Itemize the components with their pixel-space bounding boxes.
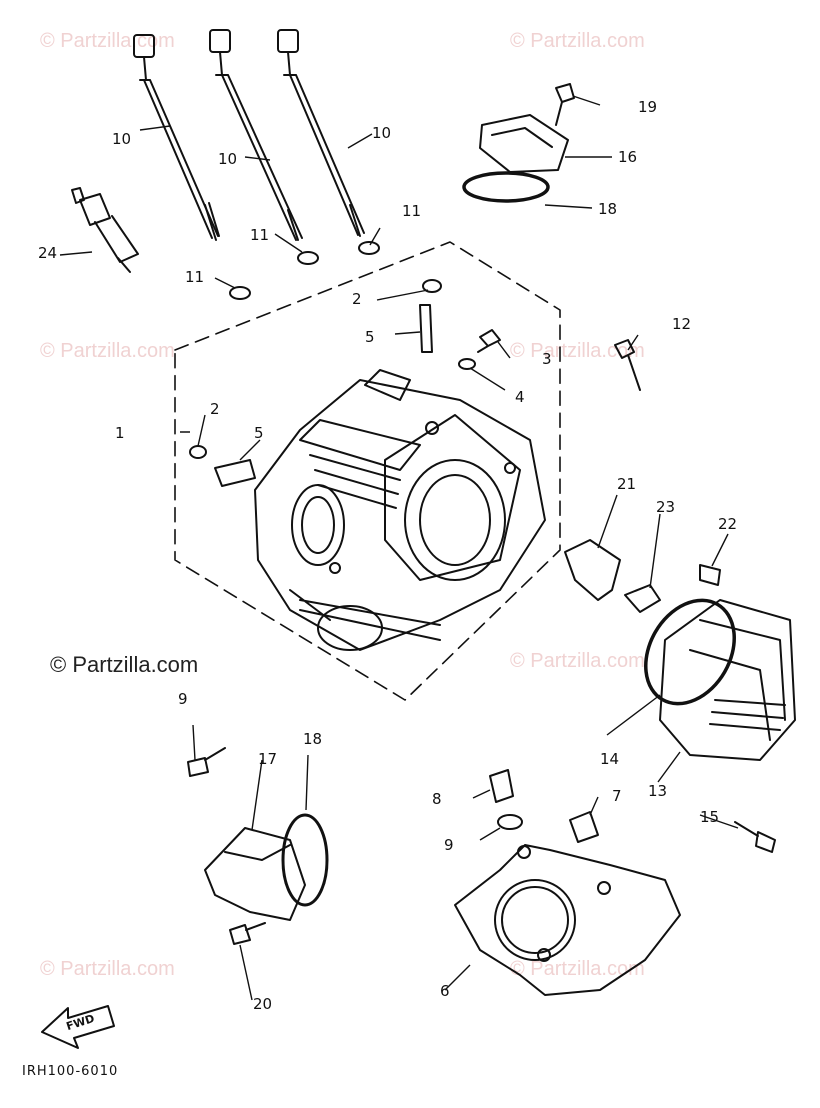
callout-10: 10: [112, 130, 132, 148]
gasket: [624, 584, 661, 613]
washer: [497, 814, 523, 830]
dowel-pin: [569, 811, 599, 843]
callout-21: 21: [617, 475, 637, 493]
callout-4: 4: [515, 388, 525, 406]
valve-guide: [214, 459, 256, 487]
bolt: [734, 821, 776, 853]
callout-11: 11: [185, 268, 205, 286]
watermark: © Partzilla.com: [510, 30, 645, 52]
cylinder-gasket: [454, 844, 681, 996]
callout-20: 20: [253, 995, 273, 1013]
fwd-arrow: [41, 1005, 115, 1049]
callout-1: 1: [115, 424, 125, 442]
dowel-pin: [489, 769, 514, 803]
valve-cap-bottom: [204, 827, 306, 921]
oil-seal: [422, 279, 442, 293]
watermark: © Partzilla.com: [40, 958, 175, 980]
washer: [297, 251, 319, 265]
callout-11: 11: [402, 202, 422, 220]
callout-24: 24: [38, 244, 58, 262]
watermark-prominent: © Partzilla.com: [50, 652, 199, 677]
o-ring: [462, 171, 550, 203]
side-cover: [659, 599, 796, 761]
washer: [229, 286, 251, 300]
oil-seal: [189, 445, 207, 459]
washer: [358, 241, 380, 255]
watermark: © Partzilla.com: [40, 340, 175, 362]
watermark: © Partzilla.com: [510, 650, 645, 672]
callout-7: 7: [612, 787, 622, 805]
bracket: [564, 539, 621, 601]
callout-10: 10: [372, 124, 392, 142]
callout-13: 13: [648, 782, 668, 800]
bolt: [477, 329, 501, 353]
callout-15: 15: [700, 808, 720, 826]
callout-9: 9: [444, 836, 454, 854]
bolt: [229, 922, 266, 945]
watermark: © Partzilla.com: [510, 340, 645, 362]
stud-bolt-right: [277, 29, 365, 237]
leader-lines: [59, 95, 739, 1001]
callout-3: 3: [542, 350, 552, 368]
callout-8: 8: [432, 790, 442, 808]
callout-11: 11: [250, 226, 270, 244]
callout-14: 14: [600, 750, 620, 768]
washer: [458, 358, 476, 370]
callout-19: 19: [638, 98, 658, 116]
callout-18: 18: [598, 200, 618, 218]
callout-12: 12: [672, 315, 692, 333]
valve-cap-top: [479, 114, 569, 173]
callout-2: 2: [352, 290, 362, 308]
o-ring: [281, 813, 329, 907]
callout-17: 17: [258, 750, 278, 768]
callout-16: 16: [618, 148, 638, 166]
assembly-boundary: [174, 241, 561, 701]
stud-bolt-left: [133, 34, 220, 241]
callout-22: 22: [718, 515, 738, 533]
callout-18: 18: [303, 730, 323, 748]
callout-10: 10: [218, 150, 238, 168]
callout-5: 5: [365, 328, 375, 346]
bolt: [614, 339, 641, 391]
callout-6: 6: [440, 982, 450, 1000]
callout-9: 9: [178, 690, 188, 708]
callout-23: 23: [656, 498, 676, 516]
callout-5: 5: [254, 424, 264, 442]
cylinder-head: [254, 369, 546, 651]
spark-plug: [71, 187, 139, 273]
bolt: [555, 83, 575, 126]
stud-bolt-middle: [209, 29, 303, 241]
bolt: [187, 747, 226, 777]
bolt: [699, 564, 721, 586]
valve-guide: [419, 304, 433, 353]
diagram-code: IRH100-6010: [22, 1064, 119, 1079]
o-ring: [644, 598, 736, 706]
callout-2: 2: [210, 400, 220, 418]
watermark: © Partzilla.com: [510, 958, 645, 980]
